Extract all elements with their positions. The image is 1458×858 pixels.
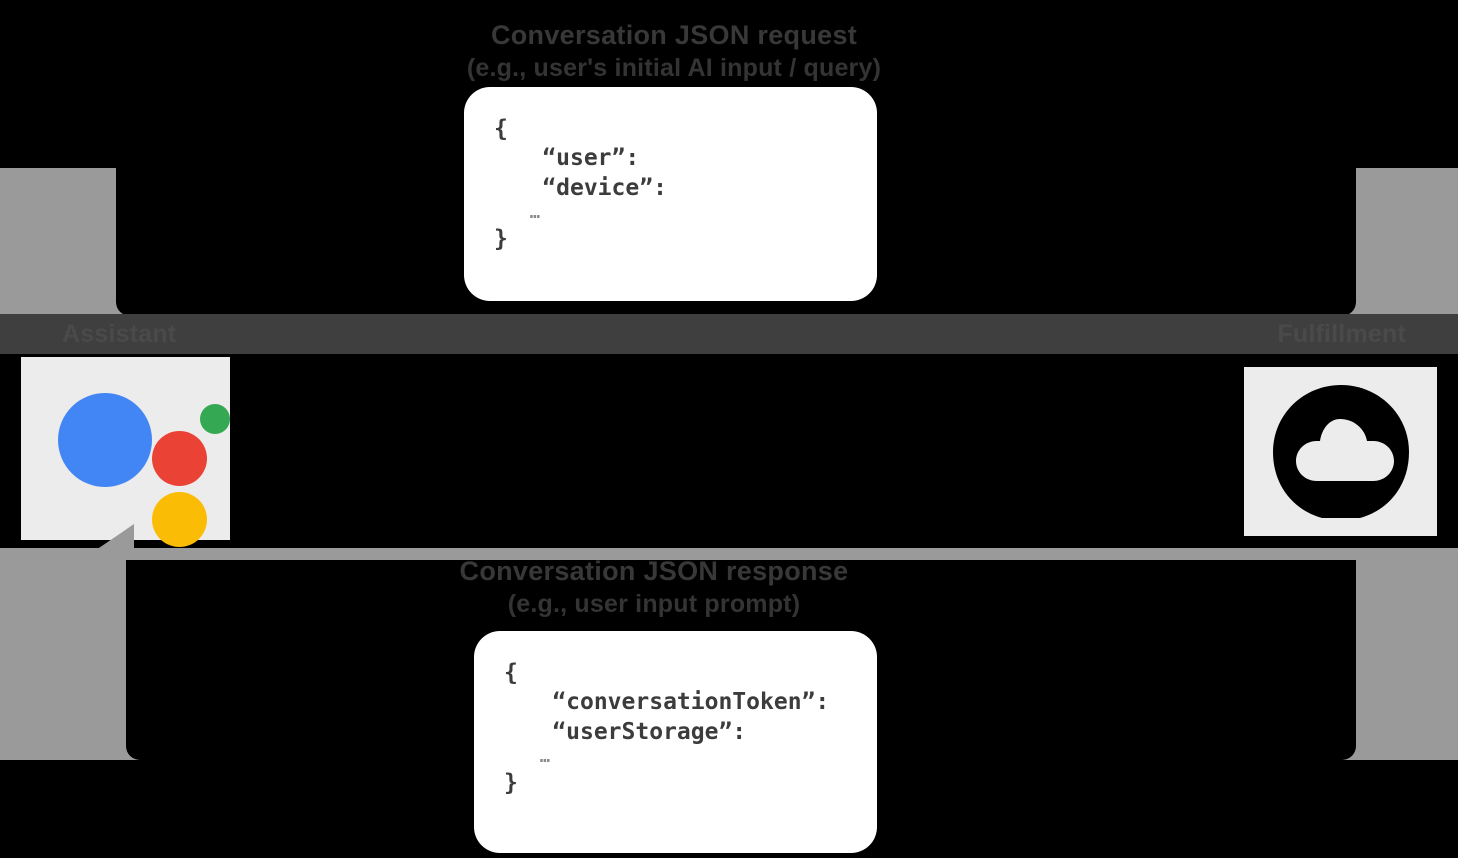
request-json-open-brace: { <box>494 116 508 142</box>
red-dot <box>151 430 207 486</box>
response-json-card: { “conversationToken”: “userStorage”: … … <box>474 631 877 853</box>
response-json-line-user-storage: “userStorage”: <box>552 718 747 745</box>
request-title: Conversation JSON request <box>490 20 858 50</box>
request-json-line-user: “user”: <box>542 145 640 172</box>
assistant-label: Assistant <box>62 320 177 348</box>
response-json-open-brace: { <box>504 660 518 686</box>
green-dot <box>199 403 230 434</box>
blue-dot <box>57 392 152 487</box>
google-assistant-icon <box>42 376 230 547</box>
fulfillment-icon-tile <box>1244 367 1437 536</box>
request-json-card: { “user”: “device”: … } <box>464 87 877 301</box>
center-dark-panel <box>0 354 1458 544</box>
assistant-icon-tile <box>21 357 230 547</box>
request-json-ellipsis: … <box>529 203 541 224</box>
cloud-fulfillment-icon <box>1272 384 1409 518</box>
request-subtitle: (e.g., user's initial AI input / query) <box>466 54 882 82</box>
response-json-line-conversation-token: “conversationToken”: <box>552 689 830 716</box>
response-json-ellipsis: … <box>539 747 551 768</box>
request-caption: Conversation JSON request (e.g., user's … <box>0 18 1458 84</box>
response-json-close-brace: } <box>504 770 518 797</box>
request-json-line-device: “device”: <box>542 174 667 201</box>
fulfillment-label: Fulfillment <box>1277 320 1406 348</box>
entity-bar: Assistant Fulfillment <box>0 314 1458 354</box>
yellow-dot <box>151 491 207 547</box>
request-json-close-brace: } <box>494 226 508 253</box>
response-arrow-head <box>96 524 134 550</box>
